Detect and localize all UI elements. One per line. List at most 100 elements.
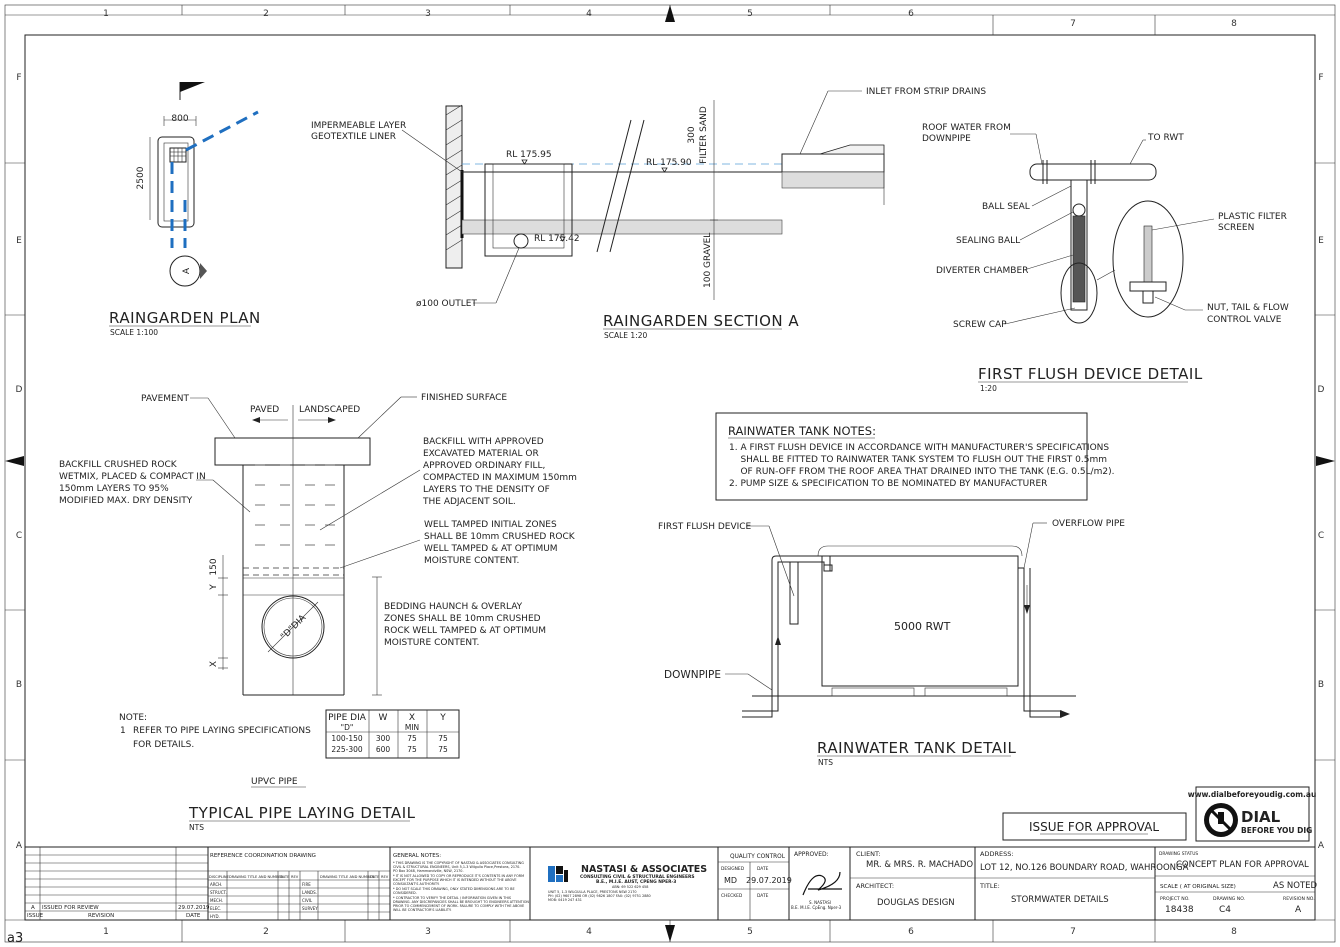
firm-mobile: MOB: 0419 247 431 — [548, 898, 582, 902]
status-block: DRAWING STATUS CONCEPT PLAN FOR APPROVAL… — [1155, 851, 1318, 915]
tank-first-flush — [789, 561, 799, 625]
firm-sub: CONSULTING CIVIL & STRUCTURAL ENGINEERS — [580, 874, 695, 880]
tank-body — [821, 555, 1019, 687]
grid-row-f: F — [16, 73, 21, 83]
gravel-label: GRAVEL — [703, 233, 713, 268]
revision-no-label: REVISION NO. — [1283, 896, 1315, 902]
table-cell: 75 — [407, 734, 417, 743]
outlet-pipe — [513, 233, 529, 249]
general-note-line: * CONTRACTOR TO VERIFY THE DETAIL / INFO… — [393, 896, 511, 900]
gravel-dim: 100 — [703, 271, 713, 288]
ref-disc: CIVIL — [302, 898, 313, 903]
scale-label: SCALE ( AT ORIGINAL SIZE) — [1160, 884, 1236, 890]
grid-col-6: 6 — [908, 9, 914, 19]
qc-designed-date: 29.07.2019 — [746, 876, 792, 885]
backfill-rock-line: WETMIX, PLACED & COMPACT IN — [59, 472, 206, 482]
general-note-line: * IT IS NOT ALLOWED TO COPY OR REPRODUCE… — [393, 874, 524, 878]
raingarden-plan-title: RAINGARDEN PLAN — [109, 309, 261, 327]
firm-quals: B.E., M.I.E. AUST, CPENG NPER-3 — [596, 879, 676, 885]
qc-checked-label: CHECKED — [721, 893, 743, 899]
ref-disc: STRUCT. — [210, 890, 227, 895]
grid-col-7-bottom: 7 — [1070, 927, 1076, 937]
dial-big: DIAL — [1241, 808, 1281, 826]
pavement-label: PAVEMENT — [141, 394, 189, 404]
rev-header-date: DATE — [186, 913, 201, 919]
pipe-dim-150: 150 — [209, 558, 219, 575]
note-title: NOTE: — [119, 713, 147, 723]
pipe-spec-table: PIPE DIA W X Y "D" MIN 100-150 300 75 75… — [325, 709, 460, 759]
qc-designed-label: DESIGNED — [721, 866, 745, 872]
approved-block: APPROVED: S. NASTASI B.E. M.I.E. CpEng. … — [791, 851, 842, 910]
general-note-line: * DO NOT SCALE THIS DRAWING, ONLY STATED… — [393, 887, 515, 891]
filter-sand-dim: 300 — [687, 126, 697, 143]
ref-disc: HYD. — [210, 914, 220, 919]
filter-sand-label: FILTER SAND — [699, 106, 709, 164]
table-header: W — [379, 713, 388, 723]
rainwater-tank-detail: 5000 RWT FIRST FLUSH DEVICE OVERFLOW PIP… — [658, 519, 1125, 767]
qc-title: QUALITY CONTROL — [730, 854, 786, 860]
drawing-no-label: DRAWING NO. — [1213, 896, 1245, 902]
bedding-line: ROCK WELL TAMPED & AT OPTIMUM — [384, 626, 546, 636]
tamped-text: WELL TAMPED INITIAL ZONES SHALL BE 10mm … — [424, 520, 576, 566]
dial-small: BEFORE YOU DIG — [1241, 826, 1312, 835]
rl-water: RL 175.90 — [646, 158, 692, 168]
tank-note-line: OF RUN-OFF FROM THE ROOF AREA THAT DRAIN… — [729, 467, 1114, 477]
liner-label: IMPERMEABLE LAYER — [311, 121, 406, 131]
tank-notes-box: RAINWATER TANK NOTES: 1. A FIRST FLUSH D… — [715, 412, 1114, 501]
tamped-line: MOISTURE CONTENT. — [424, 556, 519, 566]
grid-row-f-right: F — [1318, 73, 1323, 83]
quality-control: QUALITY CONTROL DESIGNED DATE MD 29.07.2… — [718, 854, 792, 920]
drawing-no: C4 — [1219, 905, 1231, 915]
sheet-size-label: a3 — [7, 931, 23, 946]
ff-zoom-ellipse — [1112, 200, 1184, 318]
grid-col-3: 3 — [425, 9, 431, 19]
rev-header-revision: REVISION — [88, 913, 114, 919]
general-note-line: WILL BE CONTRACTOR'S LIABILITY. — [393, 908, 452, 912]
pipe-circle — [261, 595, 325, 659]
grid-col-1-bottom: 1 — [103, 927, 109, 937]
first-flush-detail: ROOF WATER FROM DOWNPIPE TO RWT BALL SEA… — [922, 123, 1289, 393]
section-marker-label: A — [182, 267, 192, 274]
overflow-label: OVERFLOW PIPE — [1052, 519, 1125, 529]
ref-col: REV — [381, 875, 389, 879]
table-cell: 100-150 — [331, 734, 363, 743]
pipe-laying-scale: NTS — [189, 823, 204, 832]
inlet-label: INLET FROM STRIP DRAINS — [866, 87, 986, 97]
tamped-line: SHALL BE 10mm CRUSHED ROCK — [424, 532, 576, 542]
ff-roof-water-2: DOWNPIPE — [922, 134, 971, 144]
tank-note-line: 1. A FIRST FLUSH DEVICE IN ACCORDANCE WI… — [729, 443, 1109, 453]
outlet-label: ø100 OUTLET — [416, 299, 477, 309]
backfill-approved-line: THE ADJACENT SOIL. — [422, 497, 516, 507]
general-note-line: CONSULTANT'S AUTHORITY. — [393, 882, 440, 886]
tamped-line: WELL TAMPED & AT OPTIMUM — [424, 544, 558, 554]
table-header: PIPE DIA — [328, 713, 367, 723]
client: MR. & MRS. R. MACHADO — [866, 860, 973, 870]
general-note-line: DRAWING. ANY DISCREPANCIES SHALL BE BROU… — [393, 900, 529, 904]
ref-disc: MECH. — [210, 898, 223, 903]
ref-disc: ARCH. — [210, 882, 222, 887]
architect: DOUGLAS DESIGN — [877, 898, 955, 908]
pipe-laying-detail: "D"DIA 150 Y X PAVEMENT PAVED LANDSCAPED… — [59, 393, 577, 832]
table-header: X — [409, 713, 415, 723]
note-number: 1 — [120, 726, 126, 736]
liner-label-2: GEOTEXTILE LINER — [311, 132, 396, 142]
table-cell: 300 — [376, 734, 391, 743]
bedding-line: BEDDING HAUNCH & OVERLAY — [384, 602, 523, 612]
ff-screw-cap: SCREW CAP — [953, 320, 1007, 330]
pavement-layer — [214, 437, 371, 466]
ff-diverter-label: DIVERTER CHAMBER — [936, 266, 1028, 276]
firm-logo-icon — [548, 866, 555, 882]
plan-dim-width: 800 — [171, 114, 188, 124]
grid-row-a: A — [16, 841, 23, 851]
ref-title: REFERENCE COORDINATION DRAWING — [210, 853, 316, 859]
raingarden-section: 300 FILTER SAND 100 GRAVEL INLET FROM ST… — [311, 87, 986, 340]
qc-designed: MD — [724, 876, 737, 885]
grid-col-8: 8 — [1231, 19, 1237, 29]
finished-surface-label: FINISHED SURFACE — [421, 393, 507, 403]
plan-dim-height: 2500 — [136, 166, 146, 189]
grid-row-b-right: B — [1318, 680, 1324, 690]
grid-row-e: E — [16, 236, 22, 246]
backfill-rock-line: 150mm LAYERS TO 95% — [59, 484, 169, 494]
grid-labels: 1 2 3 4 5 6 7 8 1 2 3 4 5 6 7 8 F E D C … — [7, 9, 1325, 946]
